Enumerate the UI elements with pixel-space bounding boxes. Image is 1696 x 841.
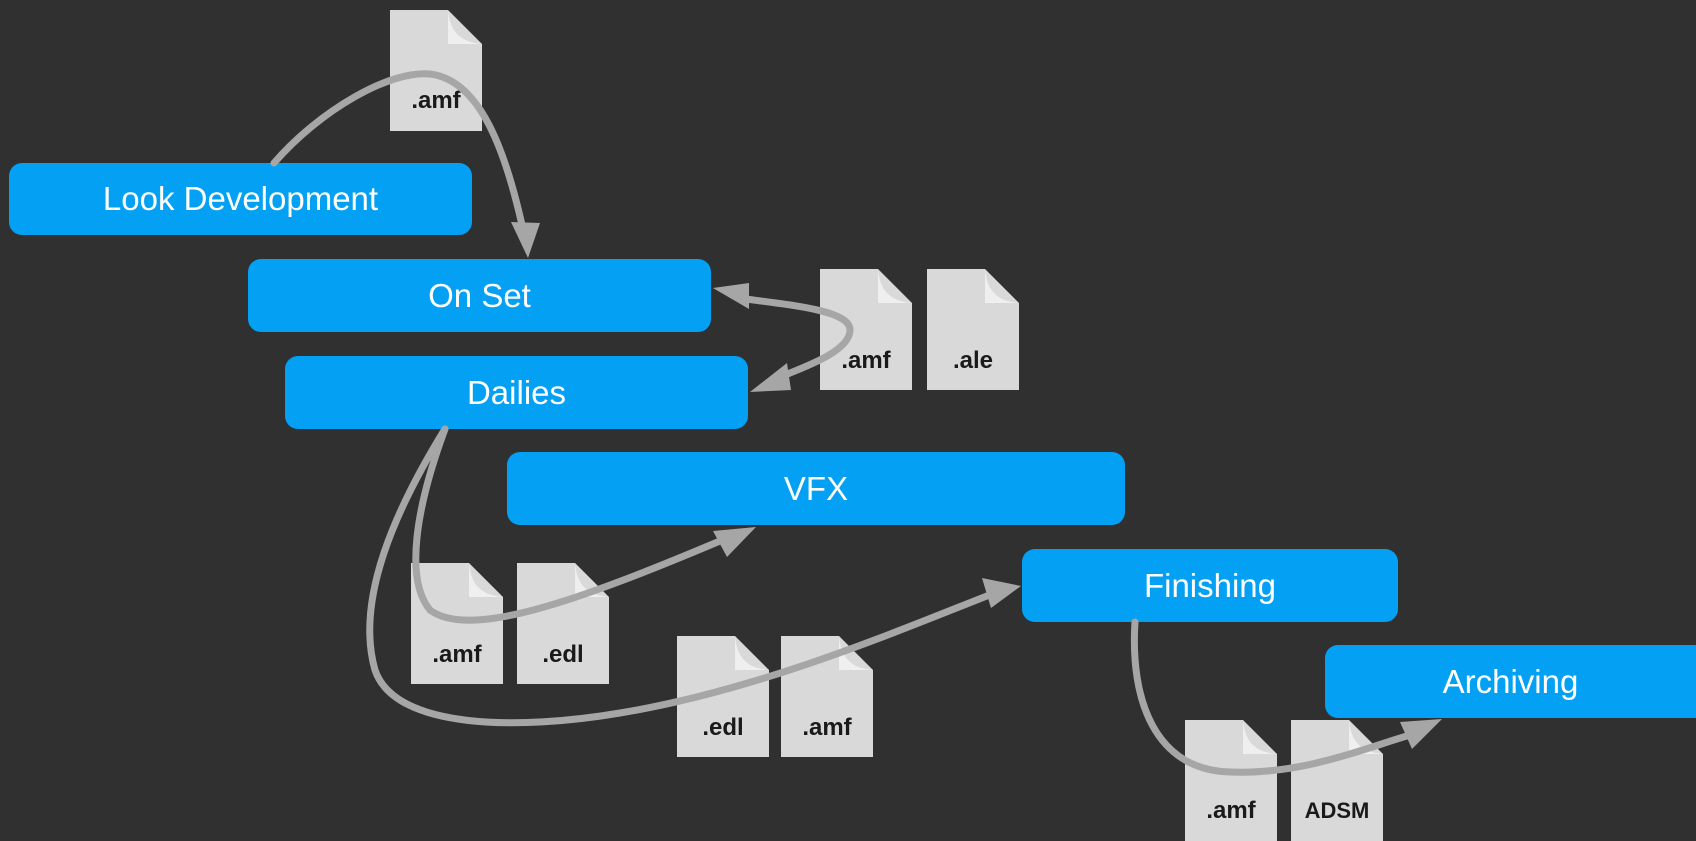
file-label: .edl xyxy=(542,641,583,668)
arrow-dailies-to-vfx xyxy=(412,425,724,624)
file-label: .amf xyxy=(802,714,852,741)
file-label: .amf xyxy=(411,87,461,114)
stage-on-set: On Set xyxy=(248,259,711,332)
arrowhead-vfx xyxy=(713,527,756,557)
file-label: .ale xyxy=(953,347,993,374)
stage-finishing: Finishing xyxy=(1022,549,1398,622)
file-icon-onset-amf: .amf xyxy=(820,269,912,390)
arrow-dailies-to-finishing xyxy=(366,425,996,727)
arrowhead-finishing xyxy=(982,578,1021,608)
arrow-finishing-to-archiving xyxy=(1130,618,1414,776)
file-icon-vfx-edl: .edl xyxy=(517,563,609,684)
file-icon-look-dev-amf: .amf xyxy=(390,10,482,131)
file-label: .edl xyxy=(702,714,743,741)
file-label: ADSM xyxy=(1305,798,1370,823)
arrowhead-dailies xyxy=(750,363,791,392)
arrowhead-onset xyxy=(511,222,540,258)
file-icon-vfx-amf: .amf xyxy=(411,563,503,684)
file-label: .amf xyxy=(432,641,482,668)
file-icon-finishing-amf: .amf xyxy=(781,636,873,757)
stage-archiving: Archiving xyxy=(1325,645,1696,718)
stage-look-development: Look Development xyxy=(9,163,472,235)
stage-vfx: VFX xyxy=(507,452,1125,525)
stage-dailies: Dailies xyxy=(285,356,748,429)
arrowhead-archiving xyxy=(1400,719,1442,749)
file-icon-onset-ale: .ale xyxy=(927,269,1019,390)
arrow-look-to-onset xyxy=(270,70,526,229)
file-icon-archive-amf: .amf xyxy=(1185,720,1277,841)
arrowhead-onset-from-files xyxy=(713,283,749,309)
file-icon-archive-adsm: ADSM xyxy=(1291,720,1383,841)
file-label: .amf xyxy=(1206,797,1256,824)
file-label: .amf xyxy=(841,347,891,374)
arrow-onset-dailies-loop xyxy=(734,294,854,379)
file-icon-finishing-edl: .edl xyxy=(677,636,769,757)
